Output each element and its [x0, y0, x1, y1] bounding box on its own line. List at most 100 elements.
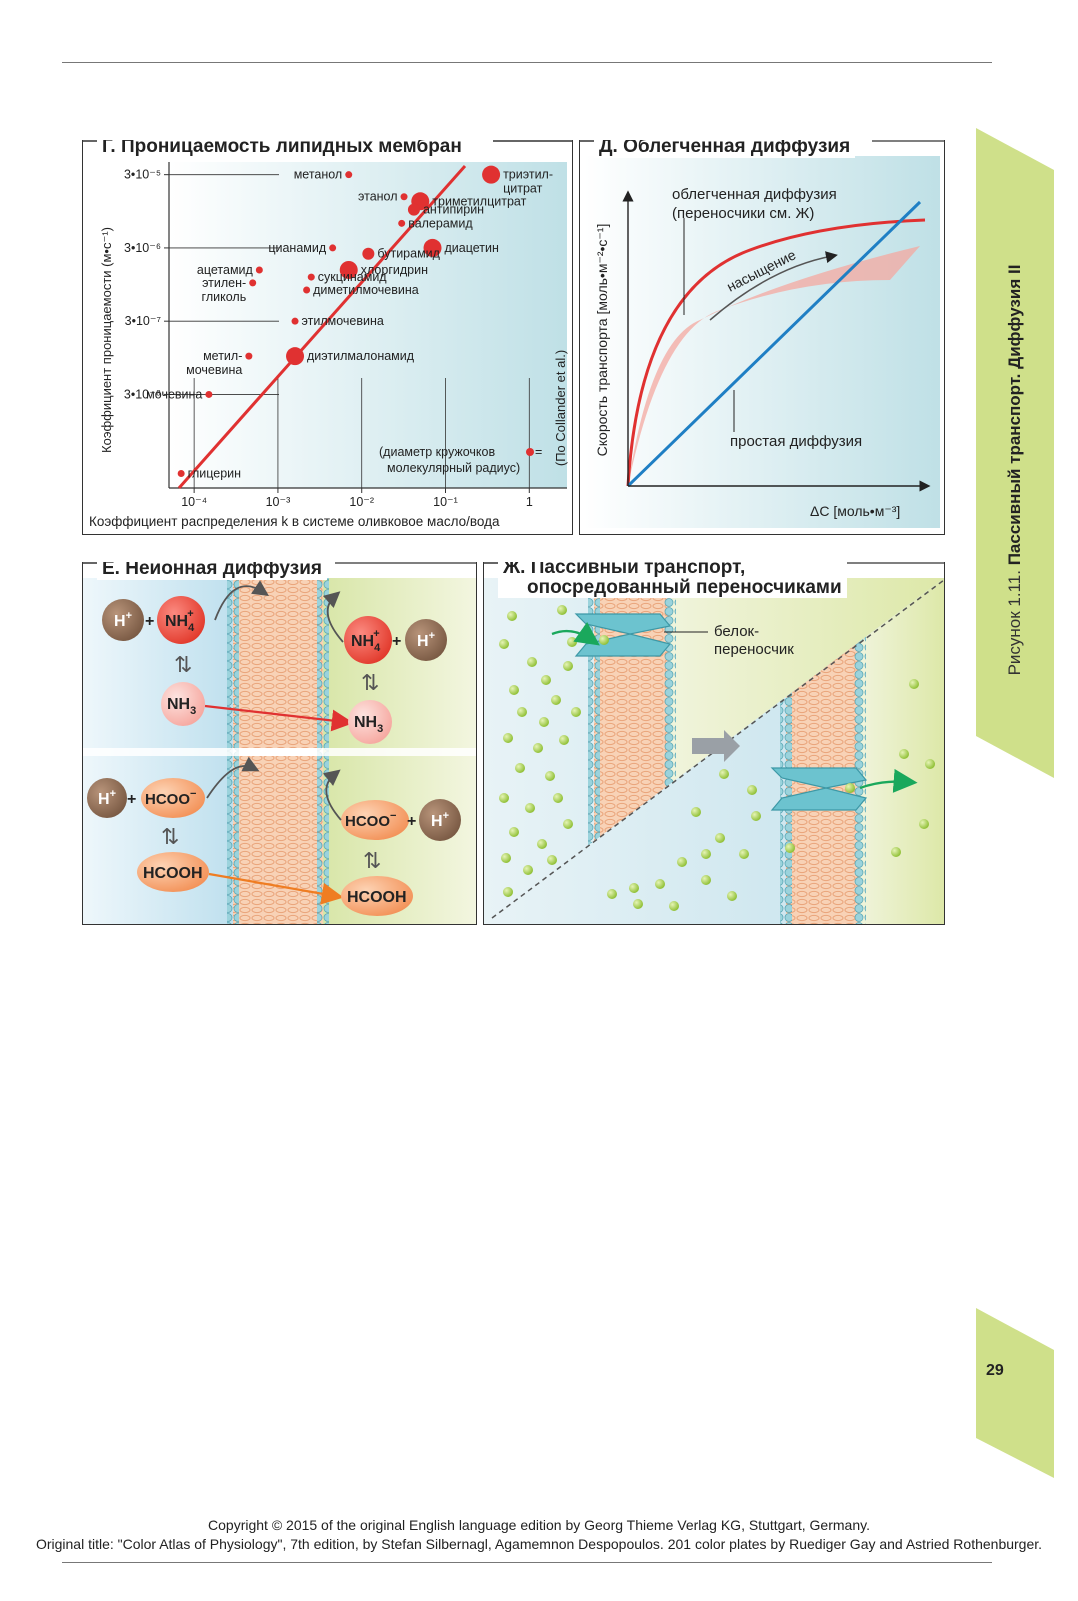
hcoo-ball-left: HCOO−: [141, 778, 205, 818]
equilibrium-arrow: ⇅: [161, 824, 179, 849]
solute-particle: [551, 695, 561, 705]
point-label: диацетин: [445, 241, 499, 255]
plus-sign: +: [145, 613, 154, 630]
point-label: валерамид: [408, 216, 473, 230]
point-label: диметилмочевина: [313, 283, 419, 297]
y-tick-label: 3•10⁻⁵: [124, 168, 161, 182]
solute-particle: [499, 793, 509, 803]
data-point: [423, 238, 442, 257]
panel-carrier-transport: белок- переносчик Ж. Пассивный транспорт…: [483, 562, 945, 925]
solute-particle: [919, 819, 929, 829]
solute-particle: [691, 807, 701, 817]
annotation-simple: простая диффузия: [730, 433, 862, 450]
x-tick-label: 10⁻²: [349, 495, 374, 509]
svg-text:NH4+: NH4+: [165, 608, 195, 634]
solute-particle: [751, 811, 761, 821]
svg-text:NH4+: NH4+: [351, 628, 381, 654]
data-point: [307, 273, 315, 281]
point-label: глицерин: [188, 466, 241, 480]
legend-note-eq: =: [535, 445, 542, 459]
solute-particle: [747, 785, 757, 795]
point-label: диэтилмалонамид: [307, 349, 415, 363]
data-point: [398, 219, 406, 227]
copyright-footer: Copyright © 2015 of the original English…: [0, 1516, 1078, 1554]
solute-particle: [785, 843, 795, 853]
solute-particle: [677, 857, 687, 867]
solute-particle: [523, 865, 533, 875]
solute-particle: [527, 657, 537, 667]
solute-particle: [517, 707, 527, 717]
h-plus-ball-right-bottom: H+: [419, 799, 461, 841]
facilitated-band: [628, 246, 920, 486]
solute-particle: [633, 899, 643, 909]
legend-note-line1: (диаметр кружочков: [379, 445, 495, 459]
simple-line: [626, 200, 922, 488]
y-axis-label: Коэффициент проницаемости (м•с⁻¹): [99, 227, 114, 453]
data-point: [400, 193, 408, 201]
point-label: метанол: [294, 168, 343, 182]
facilitated-curve: [626, 218, 926, 487]
data-point: [205, 390, 213, 398]
point-label: метил-: [203, 349, 242, 363]
y-tick-label: 3•10⁻⁶: [124, 241, 161, 255]
x-tick-label: 10⁻³: [266, 495, 291, 509]
membrane-bottom: [233, 756, 323, 924]
solute-particle: [509, 685, 519, 695]
panel-j-title: Ж. Пассивный транспорт, опосредованный п…: [498, 562, 847, 598]
svg-text:H+: H+: [114, 610, 132, 630]
top-rule: [62, 62, 992, 63]
solute-particle: [507, 611, 517, 621]
nh4-ball-right: NH4+: [344, 616, 392, 664]
carrier-label-1: белок-: [714, 623, 759, 640]
point-label: этилмочевина: [302, 314, 384, 328]
svg-text:NH3: NH3: [354, 714, 383, 735]
hcoo-ball-right: HCOO−: [341, 800, 409, 840]
solute-particle: [715, 833, 725, 843]
x-axis-label: ΔC [моль•м⁻³]: [810, 503, 900, 519]
data-point: [345, 171, 353, 179]
x-axis-label: Коэффициент распределения k в системе ол…: [89, 514, 500, 529]
solute-particle: [557, 605, 567, 615]
point-label: хлоргидрин: [361, 263, 428, 277]
solute-particle: [607, 889, 617, 899]
solute-particle: [925, 759, 935, 769]
equilibrium-arrow: ⇅: [363, 848, 381, 873]
y-tick-label: 3•10⁻⁸: [124, 387, 161, 401]
solute-particle: [509, 827, 519, 837]
point-label: мочевина: [146, 387, 202, 401]
hcooh-ball-left: HCOOH: [137, 852, 209, 892]
solute-particle: [899, 749, 909, 759]
plus-sign: +: [407, 813, 416, 830]
facilitated-chart: облегченная диффузия (переносчики см. Ж)…: [580, 140, 944, 528]
data-point: [339, 260, 358, 279]
x-tick-label: 1: [526, 495, 533, 509]
solute-particle: [503, 887, 513, 897]
solute-particle: [655, 879, 665, 889]
data-point: [329, 244, 337, 252]
data-point: [303, 286, 311, 294]
solute-particle: [891, 847, 901, 857]
figure-label: Рисунок 1.11.: [1005, 570, 1024, 676]
point-label: этанол: [358, 190, 398, 204]
solute-particle: [909, 679, 919, 689]
plus-sign: +: [127, 791, 136, 808]
copyright-line1: Copyright © 2015 of the original English…: [208, 1517, 870, 1533]
point-label: цианамид: [268, 241, 327, 255]
point-label: бутирамид: [377, 247, 440, 261]
solute-particle: [499, 639, 509, 649]
nh3-ball-right: NH3: [348, 700, 392, 744]
solute-particle: [541, 675, 551, 685]
solute-particle: [537, 839, 547, 849]
bottom-rule: [62, 1562, 992, 1563]
y-tick-label: 3•10⁻⁷: [125, 314, 162, 328]
page-number: 29: [986, 1362, 1004, 1379]
page-number-tab: [976, 1308, 1054, 1478]
x-tick-label: 10⁻⁴: [181, 495, 207, 509]
solute-particle: [563, 661, 573, 671]
h-plus-ball-left-top: H+: [102, 599, 144, 641]
svg-text:HCOO−: HCOO−: [345, 810, 396, 830]
nh3-transport-arrow: [204, 704, 354, 732]
point-label: триэтил-: [503, 168, 553, 182]
solute-particle: [533, 743, 543, 753]
